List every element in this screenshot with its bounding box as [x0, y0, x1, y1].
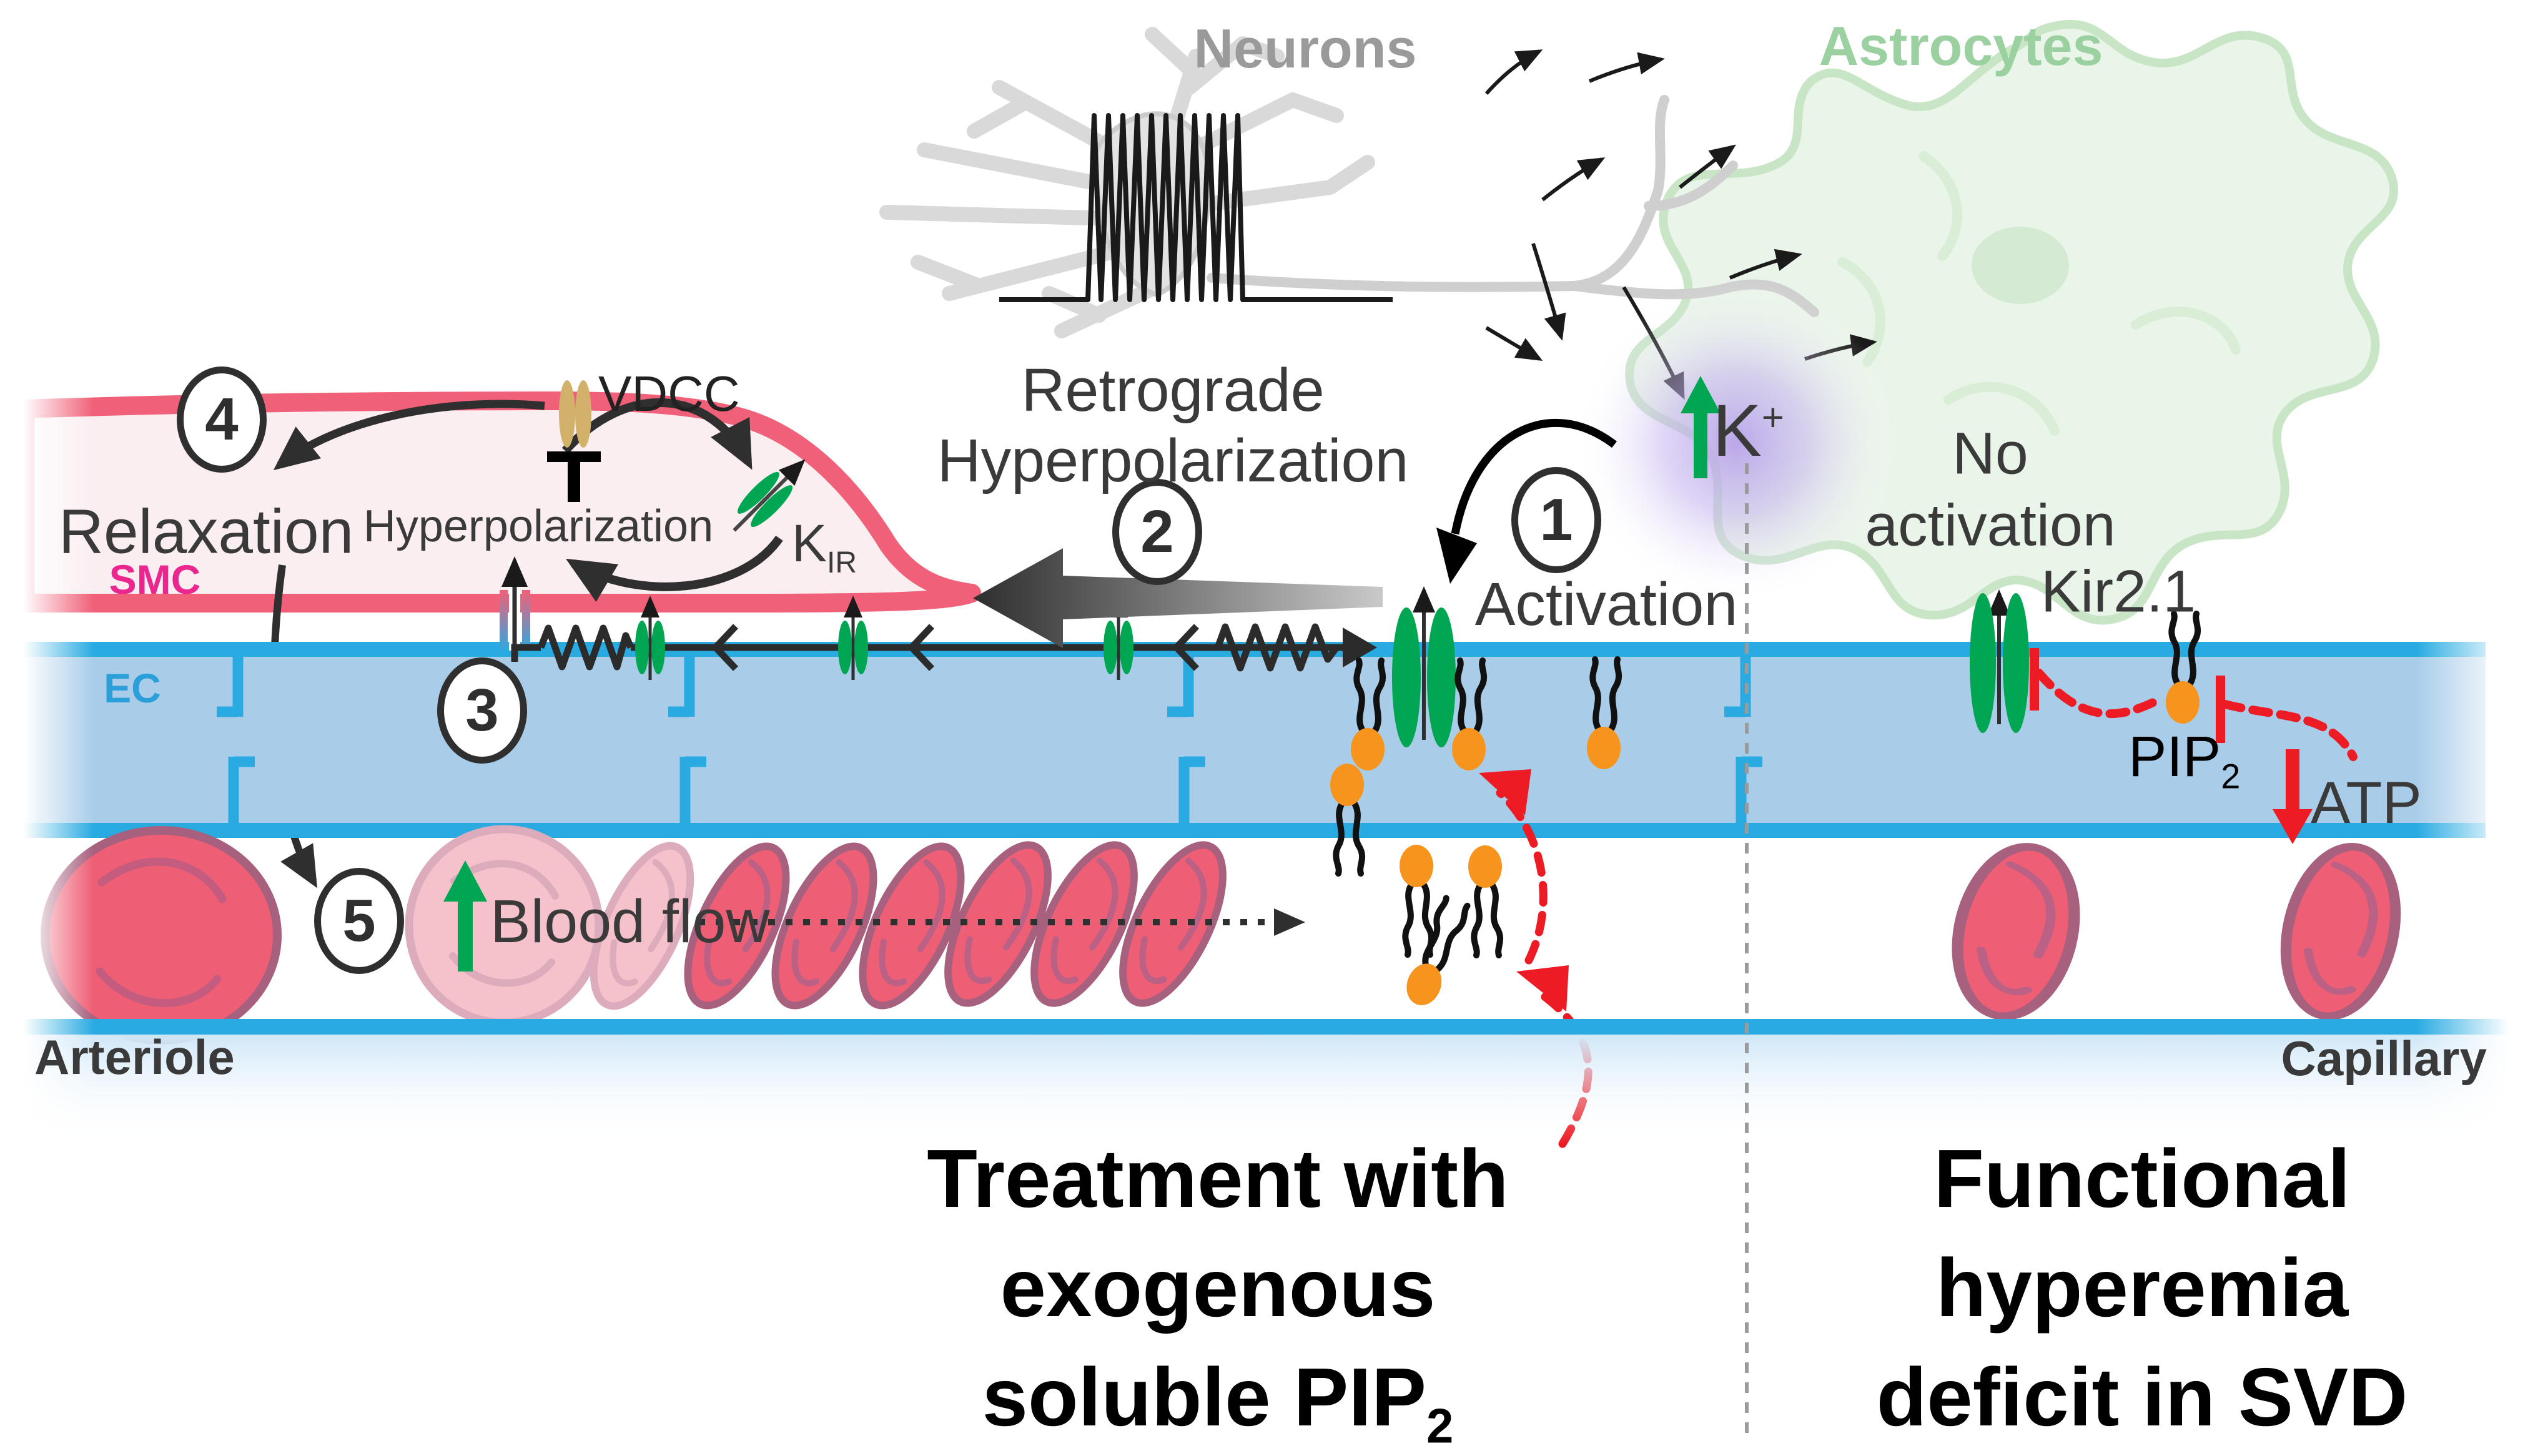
vdcc-channel-icon: [559, 380, 591, 448]
atp-label: ATP: [2311, 770, 2422, 836]
rbc-front-large: [41, 826, 282, 1045]
svd-heading-line1: Functional: [1933, 1133, 2351, 1224]
k-plus-label: K+: [1712, 390, 1784, 472]
svd-heading-line2: hyperemia: [1935, 1242, 2349, 1334]
pip2-depletion-path: [2030, 648, 2358, 761]
vdcc-label: VDCC: [598, 366, 740, 421]
no-activation-label-line1: No: [1952, 420, 2028, 487]
treatment-heading-line2: exogenous: [1000, 1242, 1436, 1334]
k-ir-label: KIR: [792, 514, 857, 579]
neurons-label: Neurons: [1193, 17, 1417, 79]
hyperpolarization-label: Hyperpolarization: [363, 501, 714, 551]
activated-kir-channel-icon: [1392, 586, 1456, 747]
kir-channel-icon: [733, 459, 806, 532]
feedback-arc-lower: [565, 535, 783, 603]
bottom-vessel-wall: [25, 1019, 2548, 1035]
pip2-molecule-free: [1468, 845, 1502, 955]
treatment-heading-line3: soluble PIP2: [982, 1351, 1454, 1454]
rbc-capillary: [2270, 836, 2411, 1028]
step-2-badge: 2: [1112, 479, 1202, 585]
neuron-illustration: [879, 27, 1877, 400]
ec-label: EC: [104, 665, 161, 711]
pip2-delivery-arrow-upper: [1496, 789, 1548, 965]
smc-label: SMC: [109, 556, 201, 603]
potassium-glow: [1574, 281, 1899, 606]
astrocytes-label: Astrocytes: [1819, 15, 2103, 77]
retrograde-arrow: [973, 548, 1383, 648]
step-5-badge: 5: [314, 868, 404, 974]
ec-signal-path: [511, 623, 1377, 672]
no-activation-label-line2: activation: [1865, 492, 2116, 559]
step-1-badge: 1: [1511, 467, 1601, 573]
kir21-label: Kir2.1: [2040, 558, 2196, 625]
k-up-arrow-icon: [1681, 376, 1721, 478]
activation-label: Activation: [1474, 570, 1738, 638]
retrograde-label-line1: Retrograde: [1021, 356, 1325, 424]
relaxation-label: Relaxation: [58, 496, 354, 567]
pip2-label: PIP2: [2128, 725, 2241, 796]
step-3-badge: 3: [437, 657, 527, 764]
arteriole-label: Arteriole: [34, 1030, 235, 1085]
svd-heading-line3: deficit in SVD: [1876, 1351, 2408, 1443]
vdcc-inhibition-t-icon: [547, 451, 601, 502]
bloodflow-up-arrow-icon: [443, 860, 487, 971]
capillary-label: Capillary: [2281, 1031, 2487, 1086]
myoendothelial-junction: [500, 590, 530, 652]
spike-train-icon: [999, 113, 1393, 302]
step-4-badge: 4: [177, 366, 267, 473]
left-edge-fade: [0, 350, 94, 1136]
right-edge-fade: [2417, 618, 2548, 1149]
treatment-heading: Treatment with exogenous soluble PIP2: [718, 1124, 1717, 1456]
kir21-channel-icon: [1970, 589, 2029, 733]
retrograde-label-line2: Hyperpolarization: [937, 426, 1409, 494]
pip2-molecule-free: [1400, 845, 1433, 955]
svd-heading: Functional hyperemia deficit in SVD: [1780, 1124, 2504, 1452]
ec-cell-band: [0, 642, 2486, 838]
activation-arrow: [1451, 418, 1617, 535]
blood-flow-label: Blood flow: [490, 887, 770, 955]
vdcc-to-relaxation-arrow: [273, 400, 545, 471]
rbc-capillary: [1940, 834, 2091, 1028]
treatment-heading-line1: Treatment with: [927, 1133, 1509, 1224]
atp-down-arrow-icon: [2273, 749, 2313, 844]
